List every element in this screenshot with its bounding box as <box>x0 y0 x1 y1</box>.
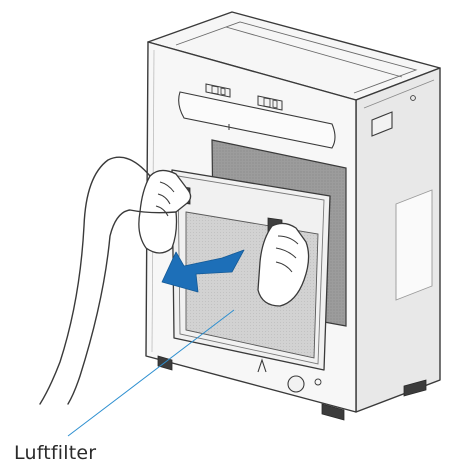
drain-cap <box>288 376 304 392</box>
air-filter-label: Luftfilter <box>14 442 96 464</box>
side-vent <box>396 190 432 300</box>
